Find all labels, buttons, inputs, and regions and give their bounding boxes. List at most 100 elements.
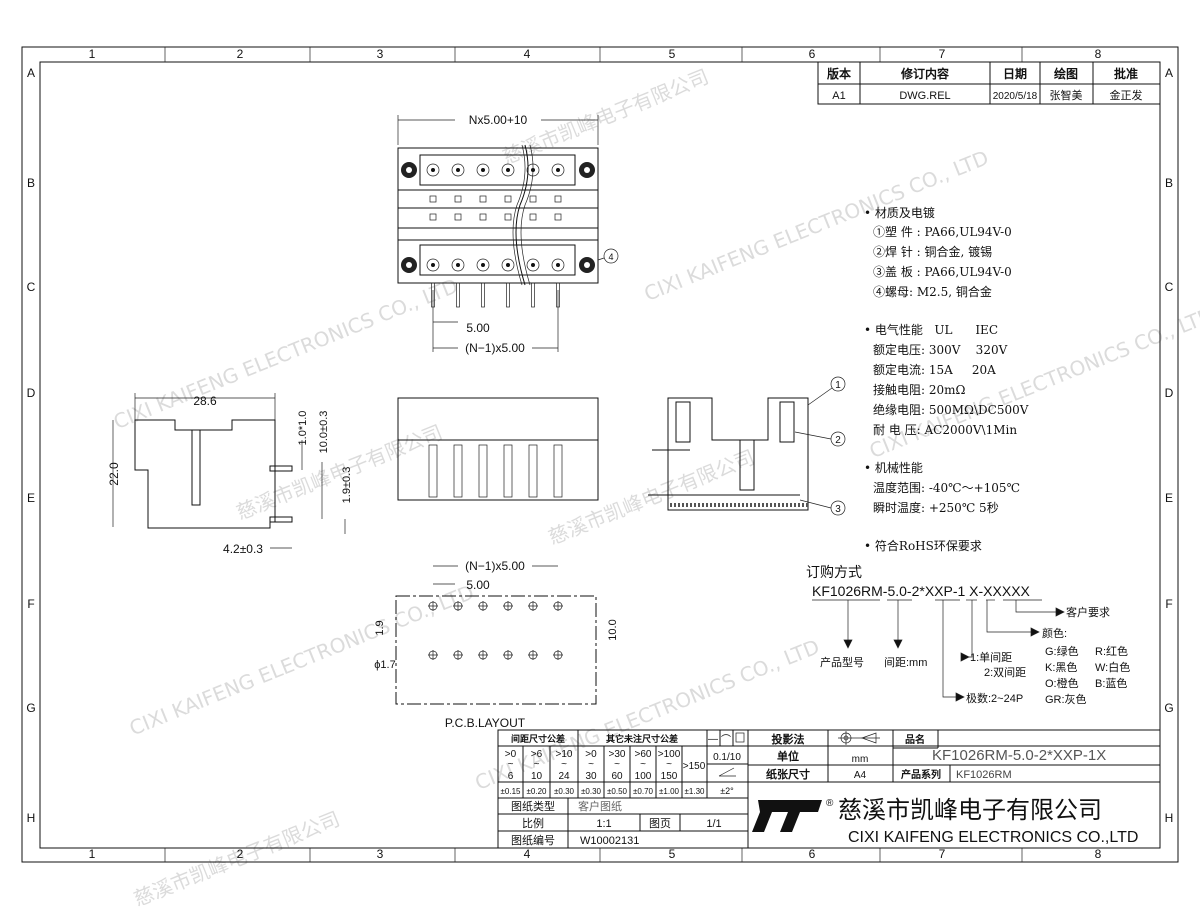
side-view: 28.6 22.0 1.0*1.0 10.0±0.3 1.9±0.3 4.2±0… bbox=[107, 393, 353, 556]
page-label: 图页 bbox=[649, 817, 671, 830]
pcb-dim-pitch: 5.00 bbox=[466, 578, 490, 592]
range-tilde: ~ bbox=[614, 759, 620, 770]
label-model: 产品型号 bbox=[820, 655, 864, 669]
screw-terminal bbox=[551, 258, 565, 272]
profile-icon: ⌒ bbox=[721, 734, 731, 746]
dim-pin-section: 1.0*1.0 bbox=[297, 411, 309, 446]
tolerance-value: ±0.30 bbox=[581, 787, 602, 796]
spec-electrical-3: 接触电阻: 20mΩ bbox=[873, 382, 966, 397]
range-tilde: ~ bbox=[534, 759, 540, 770]
dim-pin-spacing: 10.0±0.3 bbox=[318, 411, 330, 454]
spec-mechanical-2: 瞬时温度: +250℃ 5秒 bbox=[873, 500, 999, 515]
range-from: >0 bbox=[505, 749, 517, 760]
range-from: >100 bbox=[658, 749, 681, 760]
series-value: KF1026RM bbox=[956, 769, 1012, 781]
color-black: K:黑色 bbox=[1045, 660, 1077, 674]
spec-electrical-4: 绝缘电阻: 500MΩ\DC500V bbox=[873, 402, 1029, 417]
dim-side-width: 28.6 bbox=[193, 394, 217, 408]
row-label: A bbox=[1165, 66, 1173, 80]
flatness-tolerance: 0.1/10 bbox=[713, 752, 741, 763]
screw-terminal bbox=[476, 258, 490, 272]
rev-header-content: 修订内容 bbox=[900, 66, 949, 81]
section-callout-1: 1 bbox=[835, 380, 841, 391]
registered-mark: ® bbox=[826, 798, 834, 809]
pcb-dim-span: (N−1)x5.00 bbox=[465, 559, 525, 573]
pin-slot bbox=[478, 444, 488, 498]
row-label: F bbox=[1165, 597, 1172, 611]
range-to: 150 bbox=[661, 771, 678, 782]
pin-slot bbox=[503, 444, 513, 498]
color-green: G:绿色 bbox=[1045, 644, 1079, 658]
screw-terminal bbox=[526, 258, 540, 272]
pitch-tolerance-title: 间距尺寸公差 bbox=[511, 733, 565, 744]
row-label: G bbox=[1164, 701, 1173, 715]
straightness-icon: — bbox=[708, 734, 718, 745]
pin bbox=[481, 282, 485, 308]
screw-terminal bbox=[551, 163, 565, 177]
angle-tolerance: ±2° bbox=[720, 786, 734, 796]
drawing-no-label: 图纸编号 bbox=[511, 833, 555, 847]
section-callout-2: 2 bbox=[835, 435, 841, 446]
row-label: C bbox=[1165, 280, 1174, 294]
company-name-cn: 慈溪市凯峰电子有限公司 bbox=[838, 797, 1102, 824]
screw-terminal bbox=[501, 258, 515, 272]
flatness-icon bbox=[735, 732, 745, 743]
range-to: 30 bbox=[585, 771, 597, 782]
column-label: 4 bbox=[524, 847, 531, 861]
dim-pitch: 5.00 bbox=[466, 321, 490, 335]
section-callout-3: 3 bbox=[835, 504, 841, 515]
color-orange: O:橙色 bbox=[1045, 676, 1079, 690]
pin-slot bbox=[453, 444, 463, 498]
screw-terminal bbox=[451, 258, 465, 272]
angle-icon bbox=[718, 767, 736, 777]
drawing-no-value: W10002131 bbox=[580, 835, 639, 847]
company-logo bbox=[752, 800, 822, 832]
rev-header-version: 版本 bbox=[827, 66, 851, 81]
row-label: H bbox=[27, 811, 36, 825]
spec-material-1: ①塑 件 : PA66,UL94V-0 bbox=[873, 224, 1012, 239]
column-label: 8 bbox=[1095, 47, 1102, 61]
ordering-info: 订购方式 KF1026RM-5.0-2*XXP-1 X-XXXXX 产品型号 间… bbox=[806, 564, 1130, 706]
dim-span: (N−1)x5.00 bbox=[465, 341, 525, 355]
tolerance-value: ±1.30 bbox=[685, 787, 706, 796]
dim-pin-offset: 1.9±0.3 bbox=[341, 467, 353, 504]
screw-terminal bbox=[501, 163, 515, 177]
row-label: D bbox=[1165, 386, 1174, 400]
projection-symbol-icon bbox=[838, 731, 880, 745]
row-label: G bbox=[26, 701, 35, 715]
column-label: 8 bbox=[1095, 847, 1102, 861]
scale-value: 1:1 bbox=[596, 818, 611, 830]
spec-mechanical-title: • 机械性能 bbox=[864, 460, 923, 475]
rev-approved: 金正发 bbox=[1110, 88, 1143, 102]
pcb-dim-row: 10.0 bbox=[607, 619, 619, 640]
pin bbox=[506, 282, 510, 308]
column-label: 7 bbox=[939, 847, 946, 861]
column-label: 5 bbox=[669, 47, 676, 61]
pin-slot bbox=[528, 444, 538, 498]
screw-terminal bbox=[426, 258, 440, 272]
dim-overall-width: Nx5.00+10 bbox=[469, 113, 528, 127]
row-label: A bbox=[27, 66, 35, 80]
watermark-cn: 慈溪市凯峰电子有限公司 bbox=[545, 445, 758, 550]
column-label: 5 bbox=[669, 847, 676, 861]
rev-version: A1 bbox=[832, 90, 845, 102]
label-customer: 客户要求 bbox=[1066, 605, 1110, 619]
tolerance-value: ±0.30 bbox=[554, 787, 575, 796]
spec-mechanical-1: 温度范围: -40℃～+105℃ bbox=[873, 480, 1020, 495]
row-label: D bbox=[27, 386, 36, 400]
pcb-dim-hole: ϕ1.7 bbox=[374, 659, 395, 671]
range-from: >0 bbox=[585, 749, 597, 760]
watermark-en: CIXI KAIFENG ELECTRONICS CO., LTD bbox=[110, 273, 461, 434]
scale-label: 比例 bbox=[522, 816, 544, 830]
label-spacing-1: 1:单间距 bbox=[970, 651, 1012, 664]
range-from: >30 bbox=[609, 749, 626, 760]
page-value: 1/1 bbox=[706, 818, 721, 830]
label-spacing-2: 2:双间距 bbox=[984, 666, 1026, 679]
pcb-layout-title: P.C.B.LAYOUT bbox=[445, 716, 526, 730]
column-label: 7 bbox=[939, 47, 946, 61]
tolerance-value: ±0.15 bbox=[501, 787, 522, 796]
range-tilde: ~ bbox=[666, 759, 672, 770]
row-label: B bbox=[27, 176, 35, 190]
revision-table: 版本 修订内容 日期 绘图 批准 A1 DWG.REL 2020/5/18 张智… bbox=[817, 61, 1161, 105]
row-label: E bbox=[1165, 491, 1173, 505]
